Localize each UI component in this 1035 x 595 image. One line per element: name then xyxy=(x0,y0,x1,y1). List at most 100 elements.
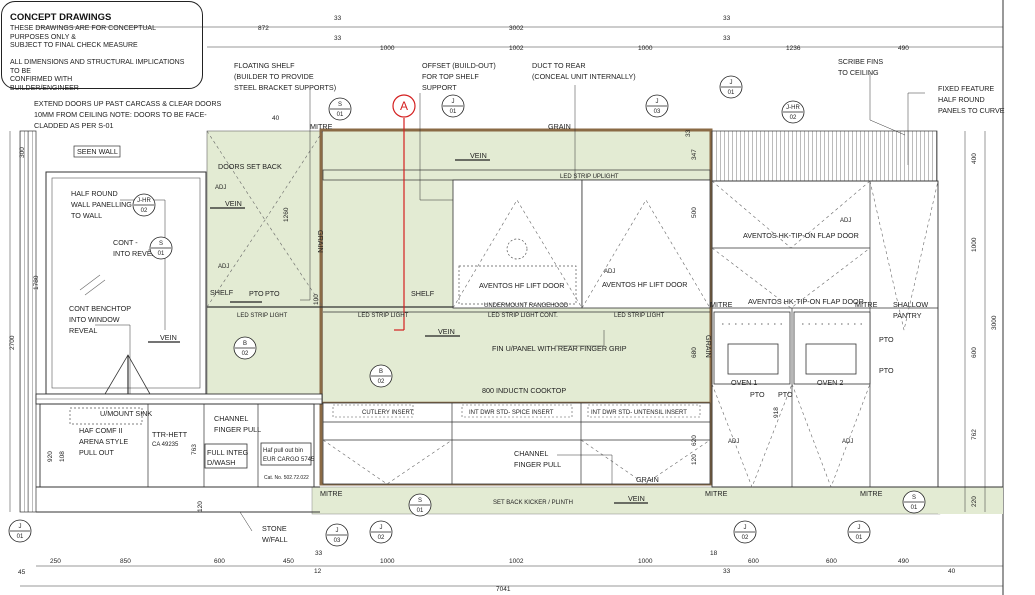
callout-top: S xyxy=(418,498,422,504)
note-channel: CHANNEL xyxy=(514,449,548,458)
note-bin: EUR CARGO 5745 xyxy=(263,457,315,463)
note-vein: VEIN xyxy=(160,333,177,342)
callout-top: J xyxy=(656,99,659,105)
dim-text: 1000 xyxy=(638,45,653,52)
callout-labels: S 01 J 01 J 03 J 01 J-HR 02 J-HR 02 S 01… xyxy=(17,80,918,544)
oven-2 xyxy=(793,311,871,385)
dim-text: 620 xyxy=(691,435,698,446)
leader xyxy=(555,330,605,347)
callout-bottom: 01 xyxy=(856,535,863,541)
oven-1-window xyxy=(727,343,779,375)
note-adj: ADJ xyxy=(604,269,615,275)
glass-mark xyxy=(79,274,101,291)
callout-top: J-HR xyxy=(137,198,151,204)
note-adj: ADJ xyxy=(728,439,739,445)
callout xyxy=(325,523,349,547)
note-stone: W/FALL xyxy=(262,535,288,544)
section-marker-label: A xyxy=(400,99,408,113)
note-grain: GRAIN xyxy=(316,230,325,253)
callout-bottom: 02 xyxy=(242,351,249,357)
callout xyxy=(781,100,805,124)
dim-text: 33 xyxy=(723,568,731,575)
note-half-round: HALF ROUND xyxy=(71,189,118,198)
sink-bowl xyxy=(69,407,143,425)
dim-text: 1000 xyxy=(971,237,978,252)
note-cooktop: 800 INDUCTN COOKTOP xyxy=(482,386,566,395)
dim-text: 918 xyxy=(773,407,780,418)
dim-text: 1260 xyxy=(283,207,290,222)
drawer-bank xyxy=(322,402,711,485)
note-duct: (CONCEAL UNIT INTERNALLY) xyxy=(532,72,636,81)
dim-text: 490 xyxy=(898,558,909,565)
leader xyxy=(869,73,906,136)
callout-bottom: 02 xyxy=(141,208,148,214)
dim-text: 250 xyxy=(50,558,61,565)
note-vein: VEIN xyxy=(438,327,455,336)
concept-notes-box: CONCEPT DRAWINGS THESE DRAWINGS ARE FOR … xyxy=(1,1,203,92)
dim-text: 18 xyxy=(710,550,718,557)
oven-2-window xyxy=(805,343,857,375)
oven-1 xyxy=(713,311,791,385)
dim-text: 680 xyxy=(691,347,698,358)
dim-text: 120 xyxy=(691,454,698,465)
callout xyxy=(328,97,352,121)
dim-text: 45 xyxy=(18,569,26,576)
callout-top: J xyxy=(452,99,455,105)
callout xyxy=(719,75,743,99)
utensil-insert-box xyxy=(587,404,701,418)
callout-top: J xyxy=(858,525,861,531)
dim-text: 33 xyxy=(334,35,342,42)
dim-text: 1236 xyxy=(786,45,801,52)
note-rangehood: UNDERMOUNT RANGEHOOD xyxy=(484,303,569,309)
note-mitre: MITRE xyxy=(860,489,883,498)
note-fin: FIN U/PANEL WITH REAR FINGER GRIP xyxy=(492,344,627,353)
notes-line: ALL DIMENSIONS AND STRUCTURAL IMPLICATIO… xyxy=(10,59,185,75)
note-floating: FLOATING SHELF xyxy=(234,61,295,70)
callout xyxy=(645,94,669,118)
dim-text: 490 xyxy=(898,45,909,52)
callout-top: S xyxy=(338,102,342,108)
note-bin: Haf pull out bin xyxy=(263,448,303,454)
note-aventos-hk: AVENTOS HK-TIP-ON FLAP DOOR xyxy=(743,231,859,240)
dim-text: 33 xyxy=(334,15,342,22)
callout xyxy=(233,336,257,360)
note-aventos-hk: AVENTOS HK-TIP-ON FLAP DOOR xyxy=(748,297,864,306)
dim-text: 347 xyxy=(691,149,698,160)
note-led: LED STRIP LIGHT xyxy=(614,313,665,319)
annotation-text: EXTEND DOORS UP PAST CARCASS & CLEAR DOO… xyxy=(34,57,1005,544)
callout xyxy=(733,520,757,544)
lower-swing xyxy=(791,383,871,488)
dim-text: 220 xyxy=(971,496,978,507)
window-inner xyxy=(51,177,201,389)
note-shallow: PANTRY xyxy=(893,311,922,320)
note-adj: ADJ xyxy=(840,218,851,224)
note-oven-2: OVEN 2 xyxy=(817,378,843,387)
cutlery-insert-box xyxy=(332,404,414,418)
dimension-lines xyxy=(9,26,1003,587)
note-full: FULL INTEG xyxy=(207,448,249,457)
note-adj: ADJ xyxy=(842,439,853,445)
note-mitre: MITRE xyxy=(310,122,333,131)
note-floating: STEEL BRACKET SUPPORTS) xyxy=(234,83,336,92)
callout-bottom: 02 xyxy=(378,379,385,385)
note-mitre: MITRE xyxy=(710,300,733,309)
note-pto: PTO xyxy=(249,289,264,298)
dim-text: 1780 xyxy=(33,275,40,290)
callout xyxy=(441,94,465,118)
callout xyxy=(369,364,393,388)
rangehood-box xyxy=(458,265,577,305)
note-pto: PTO xyxy=(879,366,894,375)
note-umount: U/MOUNT SINK xyxy=(100,409,152,418)
note-duct: DUCT TO REAR xyxy=(532,61,586,70)
leader xyxy=(239,511,253,532)
note-cutlery: CUTLERY INSERT xyxy=(362,410,414,416)
dim-total: 7041 xyxy=(496,586,511,593)
dim-text: 40 xyxy=(272,115,280,122)
note-extend: 10MM FROM CEILING NOTE: DOORS TO BE FACE… xyxy=(34,110,207,119)
leader xyxy=(907,92,925,165)
callout-bottom: 01 xyxy=(728,90,735,96)
note-extend: CLADDED AS PER S-01 xyxy=(34,121,114,130)
dimension-texts: 872 3002 33 33 33 33 1000 1002 1000 1236… xyxy=(9,15,998,593)
note-mitre: MITRE xyxy=(855,300,878,309)
